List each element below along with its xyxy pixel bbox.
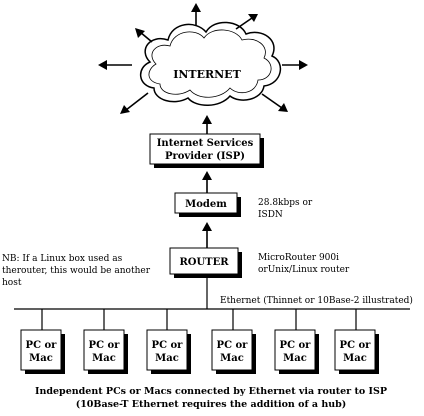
arrow-down-right-icon: [261, 93, 288, 112]
pc-label-line2: Mac: [220, 353, 244, 364]
pc-label-line1: PC or: [217, 340, 249, 351]
radiating-arrows: [98, 3, 308, 114]
pc-label-line1: PC or: [280, 340, 312, 351]
pc-row: PC or Mac PC or Mac PC or Mac PC or Mac: [20, 309, 379, 374]
nb-note-line3: host: [2, 278, 22, 288]
arrow-up-icon: [191, 3, 201, 25]
router-box: ROUTER: [169, 247, 242, 278]
ethernet-label: Ethernet (Thinnet or 10Base-2 illustrate…: [220, 295, 413, 306]
arrow-right-icon: [282, 60, 308, 70]
isp-label-line1: Internet Services: [157, 138, 254, 149]
modem-note-line2: ISDN: [258, 210, 283, 220]
nb-note-line2: therouter, this would be another: [2, 266, 151, 276]
isp-box: Internet Services Provider (ISP): [149, 133, 264, 168]
arrow-isp-to-internet-icon: [202, 115, 212, 134]
pc-label-line2: Mac: [155, 353, 179, 364]
pc-label-line1: PC or: [152, 340, 184, 351]
router-note-line1: MicroRouter 900i: [258, 253, 339, 263]
arrow-router-to-modem-icon: [202, 222, 212, 248]
pc-box: PC or Mac: [334, 309, 379, 374]
isp-label-line2: Provider (ISP): [165, 151, 245, 162]
modem-note-line1: 28.8kbps or: [258, 198, 313, 208]
router-note-line2: orUnix/Linux router: [258, 265, 350, 275]
pc-box: PC or Mac: [83, 309, 128, 374]
pc-label-line2: Mac: [29, 353, 53, 364]
pc-label-line1: PC or: [26, 340, 58, 351]
nb-note: NB: If a Linux box used as therouter, th…: [2, 254, 151, 288]
pc-box: PC or Mac: [211, 309, 256, 374]
arrow-up-right-icon: [235, 14, 258, 30]
pc-label-line1: PC or: [340, 340, 372, 351]
pc-label-line2: Mac: [343, 353, 367, 364]
arrow-up-left-icon: [135, 28, 153, 43]
router-label: ROUTER: [179, 257, 229, 268]
pc-label-line1: PC or: [89, 340, 121, 351]
pc-label-line2: Mac: [92, 353, 116, 364]
modem-label: Modem: [185, 199, 227, 210]
arrow-left-icon: [98, 60, 132, 70]
internet-cloud: INTERNET: [140, 21, 282, 106]
modem-box: Modem: [174, 192, 241, 217]
nb-note-line1: NB: If a Linux box used as: [2, 254, 123, 264]
caption-line2: (10Base-T Ethernet requires the addition…: [76, 399, 347, 410]
arrow-down-left-icon: [120, 92, 149, 114]
caption-line1: Independent PCs or Macs connected by Eth…: [35, 386, 387, 397]
pc-box: PC or Mac: [20, 309, 65, 374]
pc-label-line2: Mac: [283, 353, 307, 364]
arrow-modem-to-isp-icon: [202, 171, 212, 193]
internet-label: INTERNET: [173, 68, 241, 81]
pc-box: PC or Mac: [274, 309, 319, 374]
pc-box: PC or Mac: [146, 309, 191, 374]
